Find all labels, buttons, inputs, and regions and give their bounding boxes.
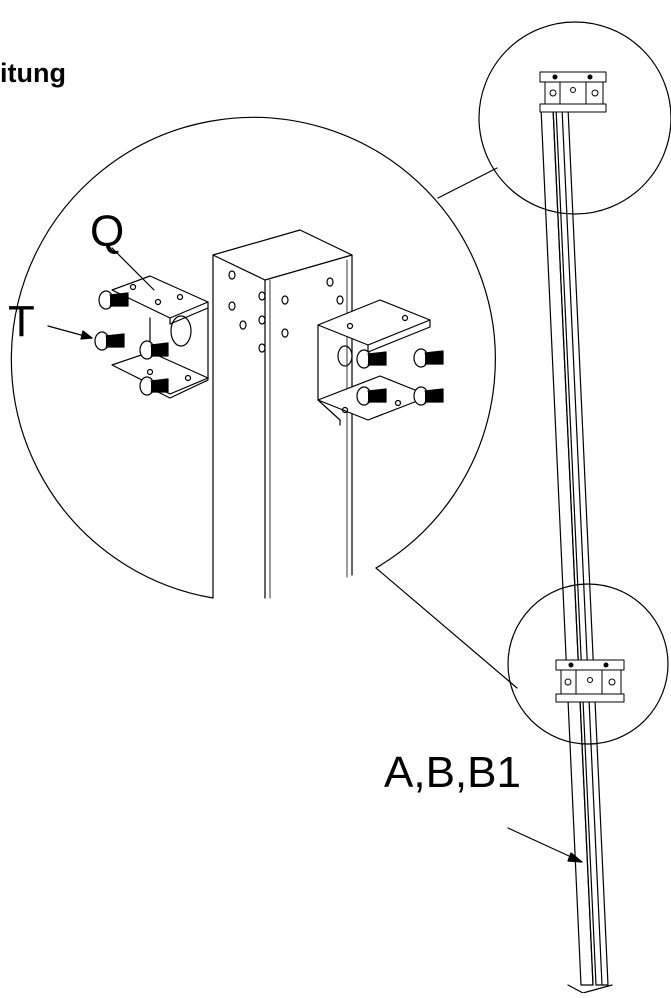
left-bracket [111, 275, 209, 399]
post-assembly [540, 107, 613, 994]
upper-leader-line [437, 167, 498, 199]
detail-post [212, 229, 353, 599]
page-heading: itung [0, 58, 66, 88]
post-label: A,B,B1 [384, 748, 521, 797]
bolt-label: T [8, 297, 35, 346]
lower-bracket-cluster [555, 659, 625, 703]
upper-bracket-cluster [539, 71, 607, 113]
magnified-detail [10, 116, 496, 599]
bracket-leader [111, 247, 155, 291]
bracket-label: Q [90, 207, 124, 256]
upper-detail-circle [478, 21, 671, 215]
magnified-circle-outline [10, 116, 496, 599]
left-bolts [94, 290, 169, 396]
lower-leader-line [375, 567, 518, 689]
lower-detail-circle [507, 583, 669, 745]
right-bolts [356, 348, 444, 406]
